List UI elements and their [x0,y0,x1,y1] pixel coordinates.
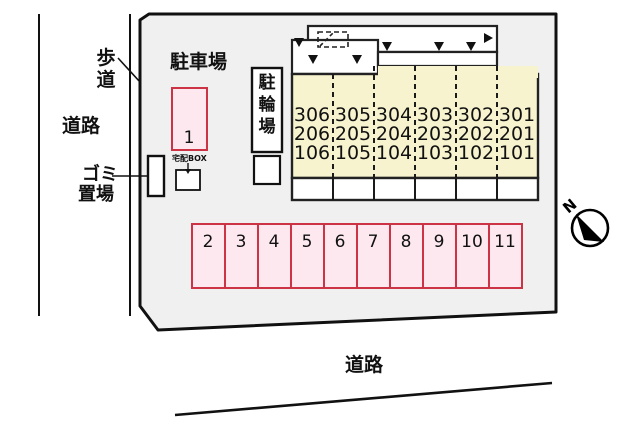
room-label: 206 [294,123,330,145]
corridor-right-strip [376,50,499,68]
parking-row: 2 3 4 5 6 7 8 9 10 11 [191,223,523,289]
room-label: 304 [376,104,412,126]
utility-box [252,154,282,186]
building-block-step [378,66,538,78]
room-label: 105 [335,142,371,164]
garbage-label-line2: 置場 [78,184,114,205]
entrance-marker-3 [352,55,362,64]
corridor-direction-arrow [484,33,493,43]
corridor-left-strip [290,38,380,76]
entrance-markers [294,38,476,64]
room-label: 204 [376,123,412,145]
parking-space [422,223,457,289]
parking-space-label: 5 [302,232,313,252]
parking-space [191,223,226,289]
parking-space-label: 8 [401,232,412,252]
entrance-marker-5 [434,42,444,51]
entrance-marker-4 [382,42,392,51]
sidewalk-label-char1: 歩 [96,46,115,69]
parking-space-label: 1 [184,128,195,148]
bicycle-parking-label-char1: 駐 [259,72,276,93]
parking-space-label: 7 [368,232,379,252]
room-label: 301 [499,104,535,126]
parking-space-label: 4 [269,232,280,252]
parking-space-label: 10 [461,232,483,252]
stair-symbol [317,31,349,48]
room-label: 302 [458,104,494,126]
delivery-box-arrow [185,169,191,174]
room-label: 202 [458,123,494,145]
parking-lot-title: 駐車場 [170,50,227,73]
parking-space-label: 2 [203,232,214,252]
room-label: 306 [294,104,330,126]
parking-space [171,87,208,151]
room-label: 103 [417,142,453,164]
parking-space [224,223,259,289]
road-bottom-far-edge-line [174,381,553,417]
parking-space [488,223,523,289]
room-label: 205 [335,123,371,145]
balcony-dividers [332,178,498,200]
room-label: 303 [417,104,453,126]
room-number-grid: 306 305 304 303 302 301 206 205 204 203 … [294,104,535,164]
room-label: 203 [417,123,453,145]
bicycle-parking-label-char3: 場 [259,117,276,137]
parking-space-label: 11 [494,232,516,252]
unit-dividers [332,66,498,178]
sidewalk-label-char2: 道 [96,68,115,91]
road-left-label: 道路 [62,114,101,137]
room-label: 104 [376,142,412,164]
delivery-box-label: 宅配BOX [172,153,208,163]
road-bottom-label: 道路 [345,353,384,376]
stair-diagonal [319,31,335,47]
room-label: 101 [499,142,535,164]
compass-needle [576,214,604,242]
room-label: 106 [294,142,330,164]
parking-space-label: 9 [434,232,445,252]
entrance-marker-6 [466,42,476,51]
room-label: 201 [499,123,535,145]
parking-space-label: 3 [236,232,247,252]
parking-space-label: 6 [335,232,346,252]
entrance-marker-2 [308,55,318,64]
room-label: 305 [335,104,371,126]
bicycle-parking-box [250,66,284,154]
garbage-area-box [146,154,166,198]
garbage-label-line1: ゴミ [82,163,118,185]
parking-space [290,223,325,289]
sidewalk-leader-line [117,57,141,83]
entrance-marker-1 [294,38,304,47]
room-label: 102 [458,142,494,164]
bicycle-parking-label-char2: 輪 [259,94,277,115]
